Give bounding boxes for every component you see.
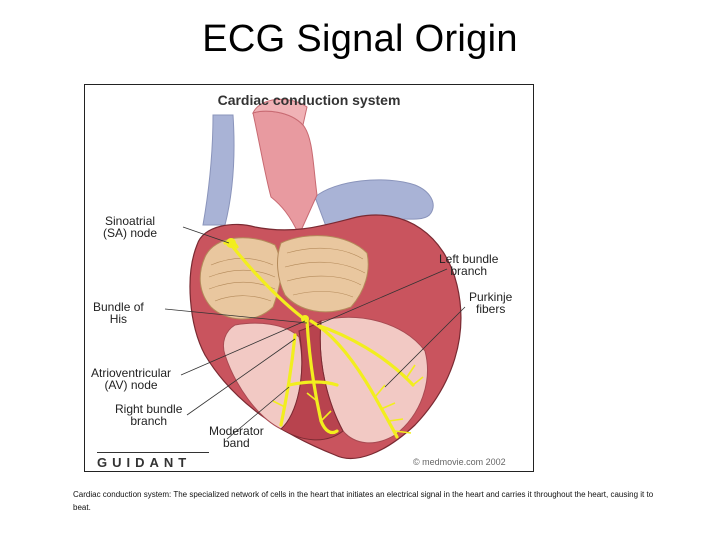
label-moderator-band: Moderator band [209, 424, 264, 450]
av-node-marker [301, 315, 309, 323]
heart-illustration [164, 98, 466, 460]
figure-title: Cardiac conduction system [217, 92, 401, 108]
label-sa-node: Sinoatrial (SA) node [103, 214, 158, 240]
vena-cava [202, 114, 235, 226]
label-right-bundle-branch: Right bundle branch [115, 402, 183, 428]
purkinje-fibers [272, 364, 424, 434]
sa-node-marker [226, 238, 236, 248]
label-left-bundle-branch: Left bundle branch [439, 252, 499, 278]
aorta [252, 110, 318, 237]
leader-lines [164, 226, 466, 440]
left-atrium [277, 235, 369, 313]
guidant-logo: GUIDANT [97, 455, 192, 470]
logo-rule [97, 452, 209, 453]
label-purkinje-fibers: Purkinje fibers [469, 290, 513, 316]
label-bundle-of-his: Bundle of His [93, 300, 144, 326]
figure-caption: Cardiac conduction system: The specializ… [73, 490, 654, 512]
right-atrium [199, 237, 282, 320]
label-av-node: Atrioventricular (AV) node [91, 366, 172, 392]
aortic-arch-top [252, 98, 308, 127]
copyright-notice: © medmovie.com 2002 [413, 457, 506, 467]
slide-title: ECG Signal Origin [202, 18, 518, 60]
cardiac-conduction-figure: Cardiac conduction system Sinoatrial (SA… [84, 84, 534, 472]
